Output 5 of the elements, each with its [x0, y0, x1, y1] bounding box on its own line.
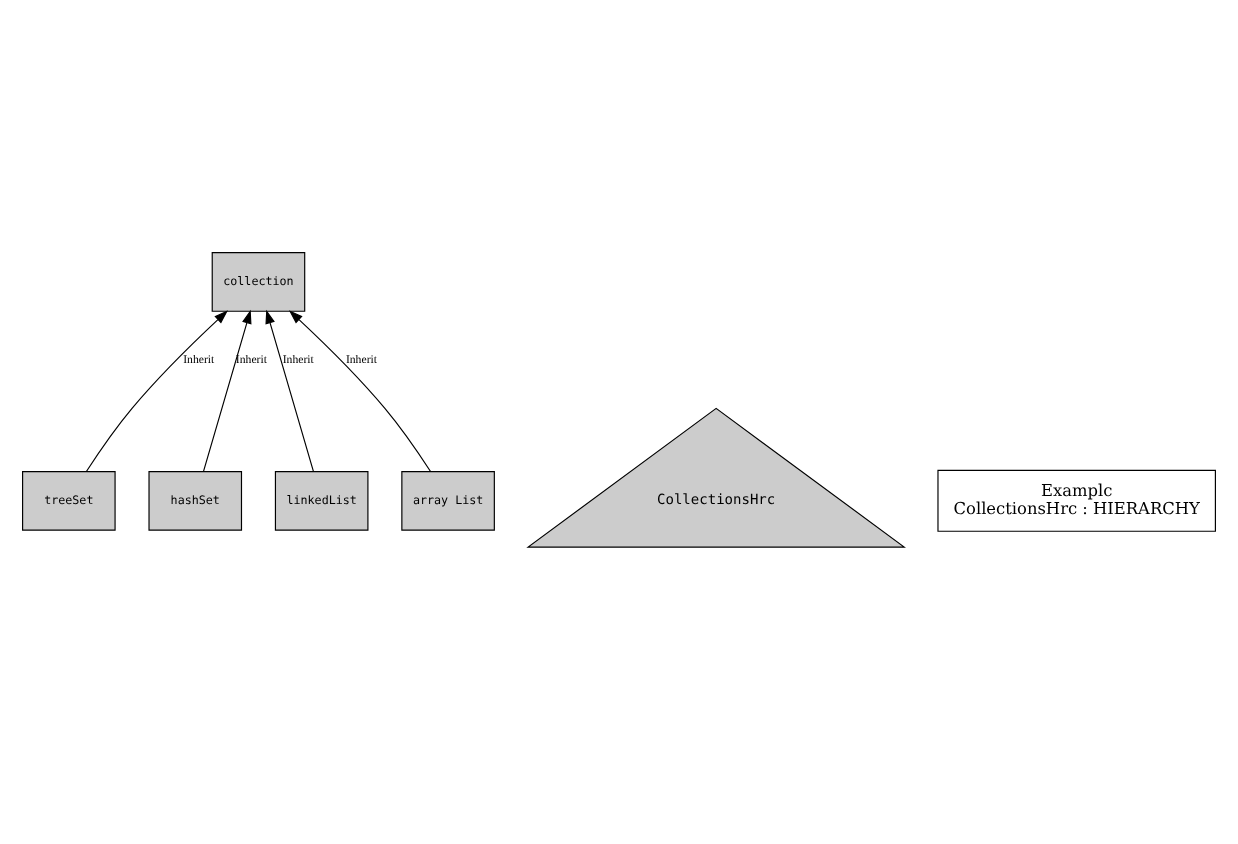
arrow — [202, 308, 252, 471]
arrow — [85, 309, 228, 472]
arrow — [265, 308, 314, 471]
arrow — [288, 309, 432, 472]
node-box: Examplc CollectionsHrc : HIERARCHY — [937, 468, 1216, 531]
